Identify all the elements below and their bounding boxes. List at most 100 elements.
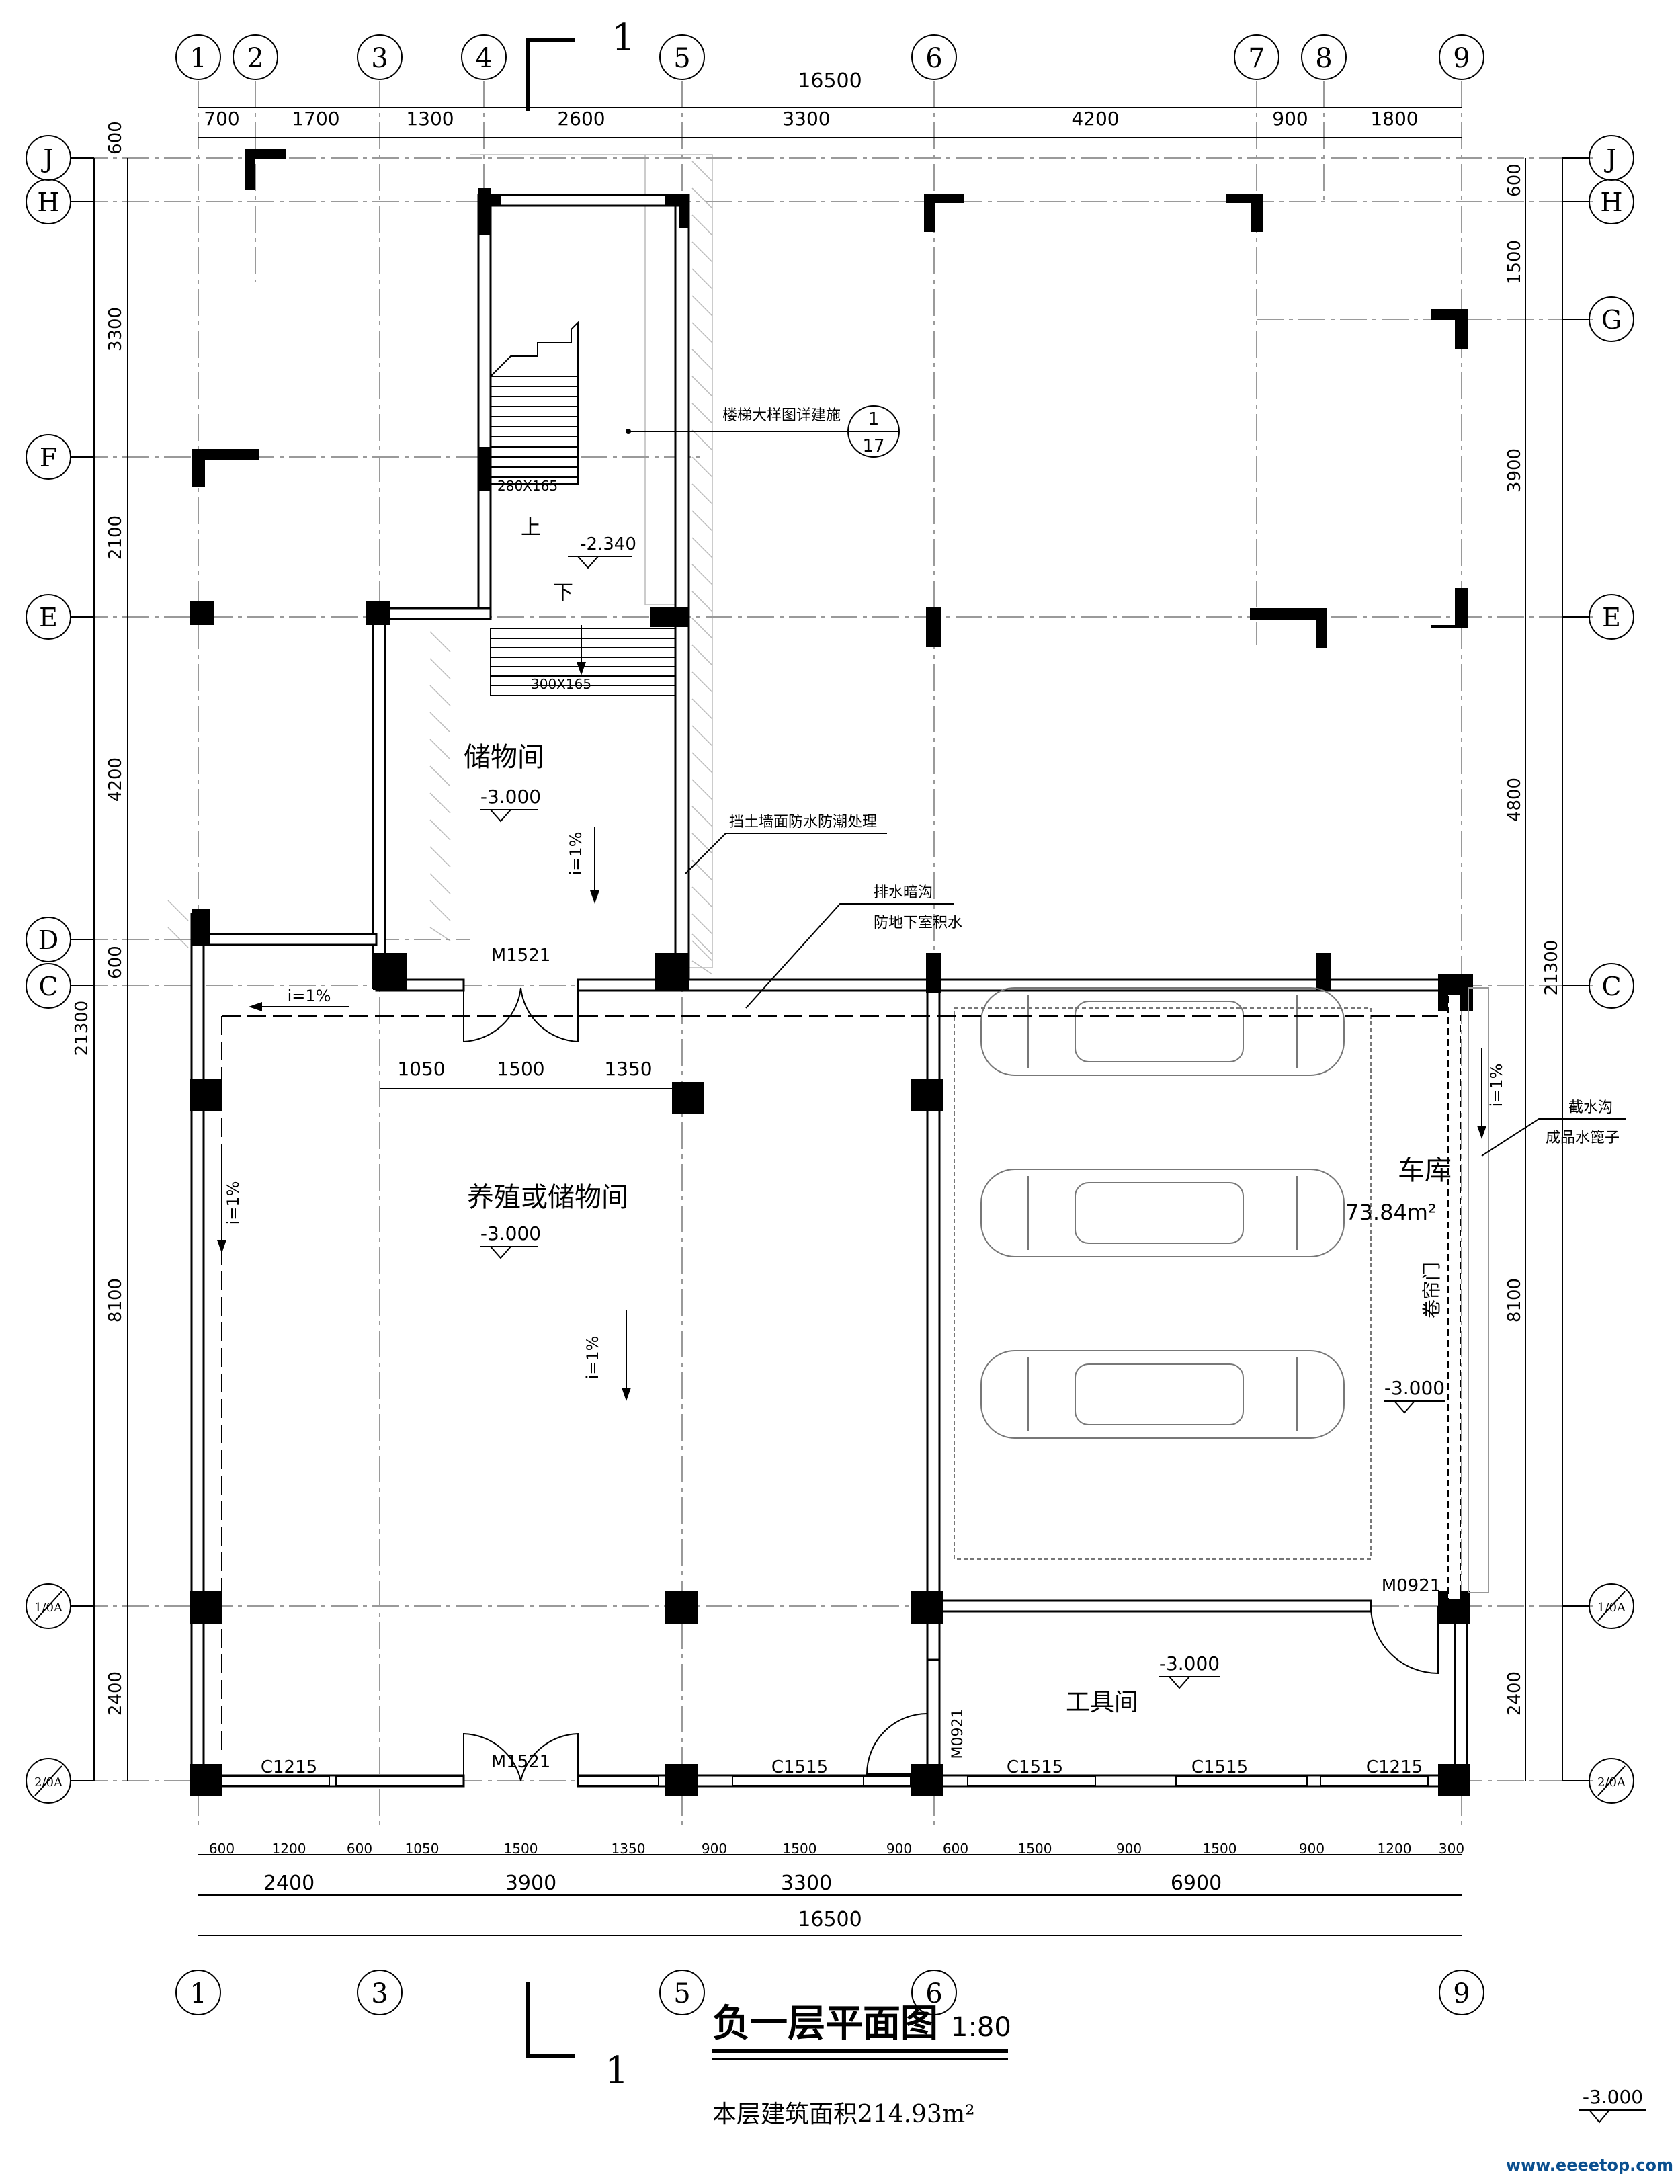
axis-right-J: J: [1603, 144, 1616, 173]
stair-down-tread: 300X165: [531, 676, 591, 692]
axis-right-G: G: [1601, 305, 1622, 335]
hatch-stroke: [167, 927, 189, 948]
level-symbol-breeding: [480, 1246, 538, 1259]
dim-top-6: 4200: [1071, 108, 1119, 130]
hatch-stroke: [429, 927, 451, 941]
hatch-stroke: [691, 349, 713, 370]
hatch-stroke: [691, 403, 713, 424]
dim-left-5: 600: [106, 946, 126, 979]
axis-top-4: 4: [475, 43, 492, 74]
car-icon: [980, 1169, 1345, 1257]
hatch-stroke: [429, 631, 451, 653]
win-tag-c1215-left: C1215: [261, 1757, 317, 1777]
walls: [190, 194, 1468, 1789]
axis-top-2: 2: [247, 43, 263, 74]
opening-tags: M1521 M1521 M0921 M0921 C1215 C1515 C151…: [261, 946, 1441, 1777]
hatch-stroke: [429, 873, 451, 894]
right-dimensions: 600 1500 3900 4800 8100 2400 21300: [1505, 163, 1562, 1716]
note-drain-2: 防地下室积水: [874, 915, 962, 931]
dim-bot-d1: 1200: [272, 1841, 306, 1857]
axis-right-1-0A: 1/0A: [1597, 1601, 1626, 1615]
axis-bubbles-bottom: 1 3 5 6 9: [175, 1970, 1484, 2015]
dim-right-3: 3900: [1505, 448, 1525, 493]
dim-bot-d12: 1500: [1203, 1841, 1237, 1857]
dim-bot-m1: 3900: [505, 1872, 556, 1895]
axis-left-1-0A: 1/0A: [34, 1601, 63, 1615]
dim-top-5: 3300: [782, 108, 830, 130]
garage-fixtures: [954, 987, 1489, 1600]
hatch-stroke: [691, 698, 713, 720]
axis-right-C: C: [1601, 972, 1621, 1001]
hatch-stroke: [691, 913, 713, 935]
room-storage-level: -3.000: [480, 786, 541, 808]
dim-bot-m2: 3300: [781, 1872, 832, 1895]
hatch-stroke: [691, 456, 713, 478]
axis-top-9: 9: [1453, 43, 1470, 74]
axis-top-7: 7: [1248, 43, 1265, 74]
note-intercept-1: 截水沟: [1568, 1099, 1613, 1116]
dim-right-total: 21300: [1542, 940, 1562, 996]
door-tag-m0921-side: M0921: [950, 1709, 966, 1759]
corner-level: -3.000: [1583, 2086, 1643, 2108]
dimension-lines: [93, 107, 1563, 1936]
dim-right-1: 600: [1505, 163, 1525, 197]
hatch-stroke: [691, 322, 713, 343]
doors: [463, 987, 1439, 1781]
hatch-stroke: [691, 429, 713, 451]
dim-top-4: 2600: [557, 108, 605, 130]
dim-bot-d13: 900: [1299, 1841, 1325, 1857]
axis-leaders: [34, 157, 1626, 1796]
door-tag-m0921-tool: M0921: [1382, 1576, 1441, 1596]
dim-bot-d11: 900: [1116, 1841, 1142, 1857]
hatch-stroke: [429, 846, 451, 868]
axis-left-2-0A: 2/0A: [34, 1775, 63, 1790]
dim-bot-total: 16500: [798, 1908, 862, 1931]
axis-top-8: 8: [1315, 43, 1332, 74]
area-note: 本层建筑面积214.93m²: [712, 2101, 975, 2128]
hatch-stroke: [691, 960, 713, 975]
room-labels: 储物间 -3.000 养殖或储物间 -3.000 车库 73.84m² -3.0…: [464, 742, 1452, 1716]
section-mark-bottom: 1: [605, 2049, 629, 2093]
hatch-stroke: [691, 537, 713, 558]
note-intercept-2: 成品水篦子: [1546, 1130, 1620, 1146]
level-symbol-storage: [480, 809, 538, 823]
hatch-stroke: [429, 712, 451, 733]
axis-left-E: E: [39, 603, 58, 632]
dim-left-total: 21300: [72, 1001, 92, 1056]
top-dimensions: 16500 700 1700 1300 2600 3300 4200 900 1…: [204, 69, 1418, 130]
dim-bot-d3: 1050: [405, 1841, 439, 1857]
hatch-stroke: [691, 187, 713, 209]
dim-bot-d0: 600: [209, 1841, 235, 1857]
axis-left-F: F: [40, 443, 57, 472]
win-tag-c1515-2: C1515: [1007, 1757, 1063, 1777]
dim-bot-m3: 6900: [1171, 1872, 1222, 1895]
dim-top-2: 1700: [292, 108, 339, 130]
dim-right-5: 8100: [1505, 1278, 1525, 1322]
slope-left: i=1%: [224, 1181, 243, 1225]
dim-bot-d10: 1500: [1018, 1841, 1052, 1857]
axis-left-J: J: [40, 144, 53, 173]
level-symbol-tool: [1159, 1676, 1220, 1689]
hatch-stroke: [429, 739, 451, 760]
hatch-stroke: [167, 900, 189, 921]
win-tag-c1515-3: C1515: [1191, 1757, 1248, 1777]
axis-top-5: 5: [673, 43, 690, 74]
car-icon: [980, 987, 1345, 1076]
hatch-stroke: [691, 940, 713, 962]
room-garage-level: -3.000: [1384, 1377, 1445, 1399]
axis-bottom-3: 3: [371, 1978, 388, 2009]
title-block: 负一层平面图 1:80 本层建筑面积214.93m² -3.000 www.ee…: [712, 2002, 1673, 2175]
drawing-title: 负一层平面图: [712, 2002, 938, 2046]
room-garage-area: 73.84m²: [1345, 1200, 1437, 1225]
dim-left-7: 2400: [106, 1671, 126, 1716]
windows: [221, 1775, 1429, 1786]
stair-annotations: 楼梯大样图详建施 1 17 280X165 300X165 上 下 -2.340: [497, 405, 900, 692]
stair-down: 下: [553, 581, 573, 605]
dim-right-2: 1500: [1505, 240, 1525, 284]
axis-top-3: 3: [371, 43, 388, 74]
hatch-stroke: [429, 765, 451, 787]
axis-bottom-1: 1: [190, 1978, 206, 2009]
note-rolling-door: 卷帘门: [1421, 1262, 1443, 1318]
dim-left-3: 2100: [106, 515, 126, 560]
axis-bottom-9: 9: [1453, 1978, 1470, 2009]
